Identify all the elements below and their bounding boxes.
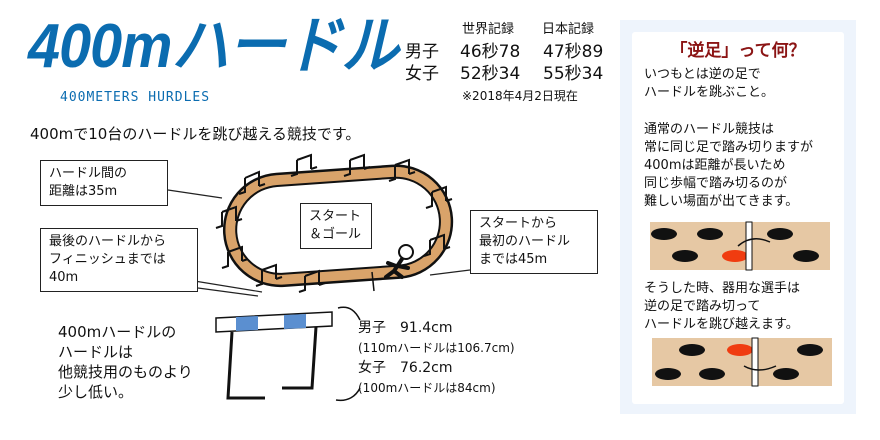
- world-record: 46秒78: [460, 42, 521, 62]
- callout-start-goal: スタート ＆ゴール: [300, 203, 372, 249]
- arrow-icon: [737, 238, 771, 247]
- footsteps-normal: [650, 221, 830, 271]
- text-line: 逆の足で踏み切って: [644, 299, 761, 314]
- callout-line: 最後のハードルから: [49, 234, 167, 249]
- callout-line: 最初のハードル: [479, 234, 571, 249]
- men-note: (110mハードルは106.7cm): [358, 341, 515, 355]
- text-line: 通常のハードル競技は: [644, 122, 775, 137]
- women-note: (100mハードルは84cm): [358, 381, 496, 395]
- panel-paragraph-3: そうした時、器用な選手は 逆の足で踏み切って ハードルを跳び越えます。: [644, 280, 800, 334]
- hurdle-bar-icon: [751, 337, 759, 387]
- text-line: 400mは距離が長いため: [644, 158, 786, 173]
- callout-line: 距離は35m: [49, 184, 118, 199]
- hurdle-bar-icon: [745, 221, 753, 271]
- takeoff-foot-icon: [722, 250, 748, 262]
- callout-line: ＆ゴール: [309, 227, 362, 242]
- callout-hurdle-distance: ハードル間の 距離は35m: [40, 160, 168, 206]
- men-height: 男子 91.4cm: [358, 320, 453, 336]
- callout-first-hurdle: スタートから 最初のハードル までは45m: [470, 210, 598, 274]
- arrow-icon: [743, 365, 777, 371]
- footsteps-reverse: [652, 337, 832, 387]
- footstep-diagrams: [650, 221, 832, 387]
- page-title: 400mハードル: [28, 12, 399, 81]
- hurdle-height-specs: 男子 91.4cm (110mハードルは106.7cm) 女子 76.2cm (…: [358, 318, 515, 398]
- row-label: 女子: [405, 64, 439, 84]
- start-line: [371, 271, 375, 292]
- track-hurdles: [215, 153, 453, 293]
- page-subtitle: 400METERS HURDLES: [60, 90, 211, 105]
- callout-line: スタートから: [479, 216, 558, 231]
- desc-line: 400mハードルの: [58, 323, 177, 341]
- col-world: 世界記録: [462, 22, 515, 37]
- text-line: ハードルを跳び越えます。: [644, 317, 799, 332]
- text-line: 同じ歩幅で踏み切るのが: [644, 176, 788, 191]
- callout-line: フィニッシュまでは: [49, 252, 166, 267]
- japan-record: 55秒34: [543, 64, 604, 84]
- runner-icon: [384, 244, 414, 279]
- japan-record: 47秒89: [543, 42, 604, 62]
- callout-line: ハードル間の: [49, 166, 128, 181]
- callout-line: までは45m: [479, 252, 548, 267]
- record-row-men: 男子 46秒78 47秒89: [405, 42, 603, 63]
- lead-text: 400mで10台のハードルを跳び越える競技です。: [30, 125, 361, 143]
- women-height: 女子 76.2cm: [358, 360, 453, 376]
- record-row-women: 女子 52秒34 55秒34: [405, 64, 603, 85]
- callout-last-hurdle: 最後のハードルから フィニッシュまでは 40m: [40, 228, 198, 292]
- desc-line: 少し低い。: [58, 383, 134, 401]
- world-record: 52秒34: [460, 64, 521, 84]
- desc-line: ハードルは: [58, 343, 134, 361]
- callout-line: 40m: [49, 270, 79, 285]
- panel-paragraph-2: 通常のハードル競技は 常に同じ足で踏み切りますが 400mは距離が長いため 同じ…: [644, 121, 813, 211]
- col-japan: 日本記録: [542, 22, 595, 37]
- text-line: ハードルを跳ぶこと。: [644, 85, 775, 100]
- hurdle-drawing: [215, 306, 361, 402]
- row-label: 男子: [405, 42, 439, 62]
- text-line: 難しい場面が出てきます。: [644, 194, 799, 209]
- callout-line: スタート: [309, 209, 362, 224]
- panel-title: 「逆足」って何？: [670, 41, 806, 61]
- text-line: いつもとは逆の足で: [644, 67, 761, 82]
- desc-line: 他競技用のものより: [58, 363, 193, 381]
- record-date-note: ※2018年4月2日現在: [462, 89, 578, 103]
- text-line: そうした時、器用な選手は: [644, 281, 801, 296]
- takeoff-foot-icon: [727, 344, 753, 356]
- hurdle-height-description: 400mハードルの ハードルは 他競技用のものより 少し低い。: [58, 322, 193, 402]
- panel-paragraph-1: いつもとは逆の足で ハードルを跳ぶこと。: [644, 66, 774, 102]
- text-line: 常に同じ足で踏み切りますが: [644, 140, 814, 155]
